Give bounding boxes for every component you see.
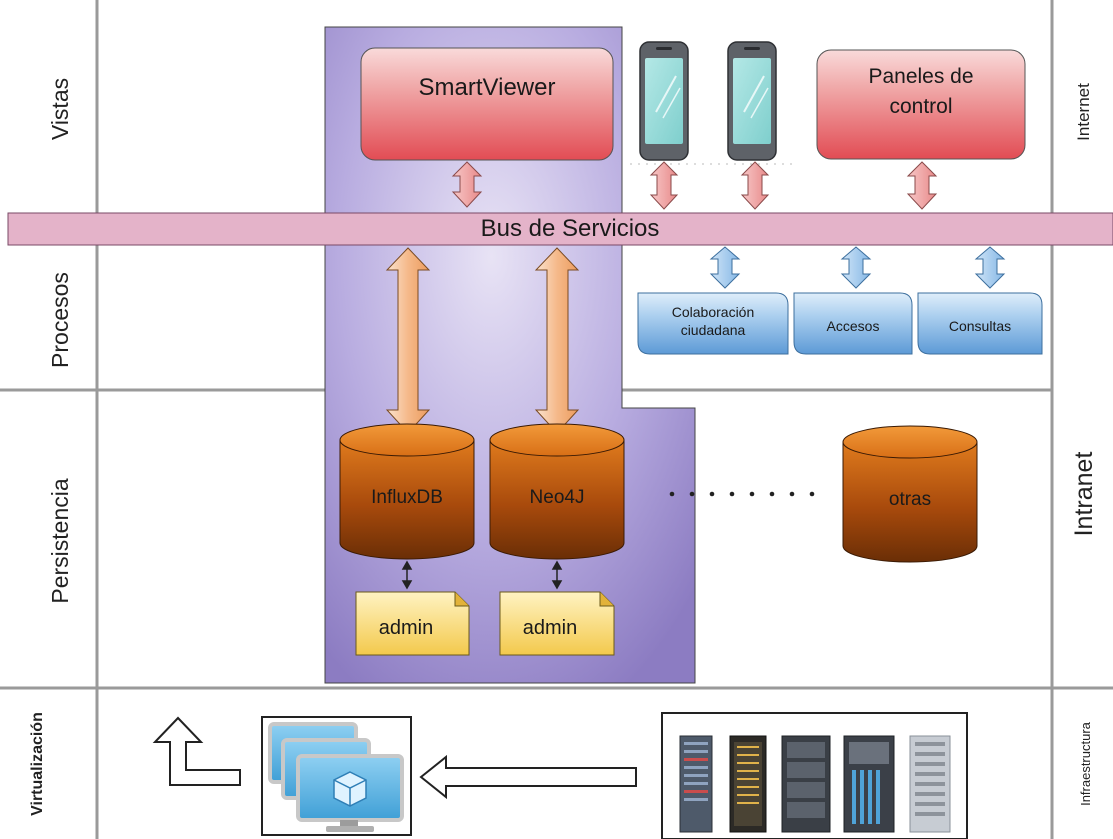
smartviewer-label: SmartViewer bbox=[418, 74, 556, 101]
bent-arrow-up-icon bbox=[152, 716, 241, 786]
bus-label: Bus de Servicios bbox=[480, 215, 660, 242]
layer-label-persistencia: Persistencia bbox=[47, 478, 73, 604]
influxdb-cylinder[interactable] bbox=[339, 423, 475, 560]
layer-label-vistas: Vistas bbox=[47, 77, 73, 141]
dashboards-label-line2: control bbox=[889, 95, 953, 118]
influxdb-label: InfluxDB bbox=[371, 487, 443, 508]
layer-label-procesos: Procesos bbox=[47, 272, 73, 368]
server-rack-icon bbox=[679, 735, 951, 833]
influxdb-admin-arrow bbox=[401, 560, 413, 590]
influxdb-admin-label: admin bbox=[378, 616, 434, 639]
neo4j-admin-arrow bbox=[551, 560, 563, 590]
accesos-bus-arrow bbox=[840, 246, 872, 289]
mobile-phone-icon bbox=[727, 41, 777, 161]
colaboracion-label-line1: Colaboración bbox=[671, 304, 755, 320]
layer-label-virtualizacion: Virtualización bbox=[29, 712, 46, 816]
zone-label-intranet: Intranet bbox=[1070, 451, 1098, 537]
neo4j-cylinder[interactable] bbox=[489, 423, 625, 560]
dashboards-label: Paneles de control bbox=[817, 62, 1025, 122]
consultas-label: Consultas bbox=[948, 318, 1012, 334]
more-databases-dots bbox=[669, 491, 815, 497]
colaboracion-label-line2: ciudadana bbox=[680, 322, 746, 338]
colaboracion-box[interactable] bbox=[637, 292, 789, 355]
phone2-bus-arrow bbox=[740, 161, 770, 210]
service-bus bbox=[7, 212, 1113, 246]
influxdb-admin-note[interactable] bbox=[355, 591, 470, 656]
dashboards-label-line1: Paneles de bbox=[868, 65, 974, 88]
mobile-phone-icon bbox=[639, 41, 689, 161]
consultas-bus-arrow bbox=[974, 246, 1006, 289]
otras-cylinder[interactable] bbox=[842, 425, 978, 563]
smartviewer-bus-arrow bbox=[451, 161, 483, 208]
colaboracion-bus-arrow bbox=[709, 246, 741, 289]
otras-label: otras bbox=[888, 489, 932, 510]
neo4j-admin-label: admin bbox=[522, 616, 578, 639]
zone-label-infraestructura: Infraestructura bbox=[1078, 722, 1093, 806]
neo4j-admin-note[interactable] bbox=[499, 591, 615, 656]
consultas-box[interactable] bbox=[917, 292, 1043, 355]
accesos-label: Accesos bbox=[826, 318, 880, 334]
dashboards-box[interactable] bbox=[816, 49, 1026, 160]
smartviewer-box[interactable] bbox=[360, 47, 614, 161]
zone-label-internet: Internet bbox=[1074, 83, 1093, 141]
dashboards-bus-arrow bbox=[906, 161, 938, 210]
virtual-machines-icon bbox=[268, 722, 404, 832]
colaboracion-label: Colaboración ciudadana bbox=[638, 303, 788, 339]
accesos-box[interactable] bbox=[793, 292, 913, 355]
neo4j-label: Neo4J bbox=[529, 487, 585, 508]
hollow-arrow-left-icon bbox=[419, 754, 637, 800]
phone1-bus-arrow bbox=[649, 161, 679, 210]
